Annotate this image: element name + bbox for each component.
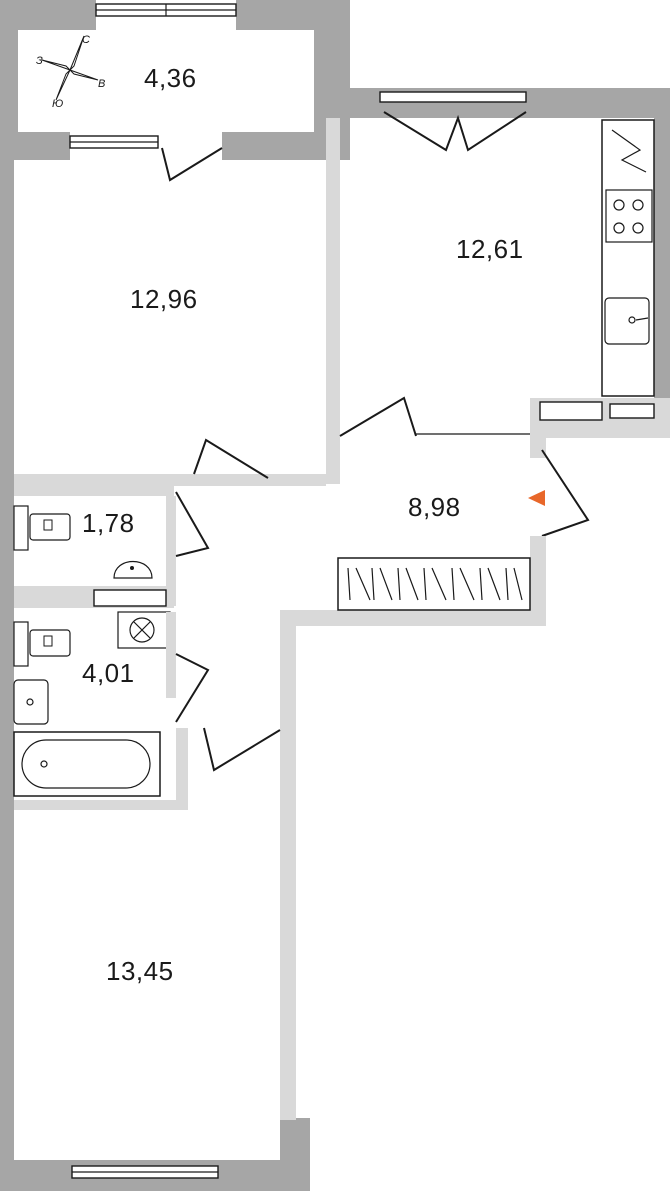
left-outer-wall <box>0 160 14 1191</box>
room-area-bathroom: 4,01 <box>82 658 135 688</box>
toilet-icon <box>13 505 71 551</box>
kitchen-right-wall <box>654 88 670 438</box>
toilet-right-wall <box>166 496 176 606</box>
bedroom-top-door <box>193 438 269 479</box>
ventilation-icon <box>117 611 171 649</box>
room-area-toilet: 1,78 <box>82 508 135 538</box>
bottom-right-pillar <box>280 1118 310 1191</box>
room-area-bedroom-bottom: 13,45 <box>106 956 174 986</box>
kitchen-bottom-window <box>539 401 655 421</box>
entrance-marker-icon <box>528 490 545 506</box>
compass-south: Ю <box>52 98 63 110</box>
bottom-window <box>71 1165 219 1179</box>
toilet-door <box>175 491 210 557</box>
compass-icon: С В Ю З <box>36 34 105 110</box>
hallway-right-wall <box>530 536 546 626</box>
toilet-sink-icon <box>113 560 153 579</box>
hallway-bottom-wall <box>280 610 546 626</box>
balcony-door-swing <box>161 147 223 182</box>
bathroom-right-lower-wall <box>176 728 188 810</box>
bathroom-sink-icon <box>13 679 49 725</box>
room-area-balcony: 4,36 <box>144 63 197 93</box>
hallway-pillar <box>530 438 546 458</box>
room-area-bedroom-top: 12,96 <box>130 284 198 314</box>
bathroom-toilet-icon <box>13 621 71 667</box>
compass-west: З <box>36 55 43 67</box>
kitchen-window <box>379 91 527 152</box>
room-area-kitchen: 12,61 <box>456 234 524 264</box>
compass-north: С <box>82 34 90 46</box>
toilet-top-wall <box>14 486 174 496</box>
kitchen-door <box>339 396 417 437</box>
entrance-door <box>541 449 590 537</box>
sink-icon <box>604 297 650 345</box>
bedroom-top-bottom-wall <box>14 474 326 486</box>
bedroom-bottom-right-wall <box>280 610 296 1120</box>
compass-east: В <box>98 78 105 90</box>
bedroom-bottom-door <box>203 727 281 772</box>
bathroom-bottom-wall <box>14 800 188 810</box>
wardrobe <box>337 557 531 611</box>
balcony-bottom-window <box>69 135 159 149</box>
bathroom-right-wall <box>166 612 176 698</box>
stove-icon <box>605 189 653 243</box>
balcony-top-window <box>95 3 237 17</box>
room-area-hallway: 8,98 <box>408 492 461 522</box>
kitchen-left-wall <box>326 118 340 484</box>
toilet-bath-divider <box>14 586 174 608</box>
bathtub-icon <box>13 731 161 797</box>
bathroom-door <box>175 653 210 723</box>
kitchen-counter <box>601 119 655 397</box>
